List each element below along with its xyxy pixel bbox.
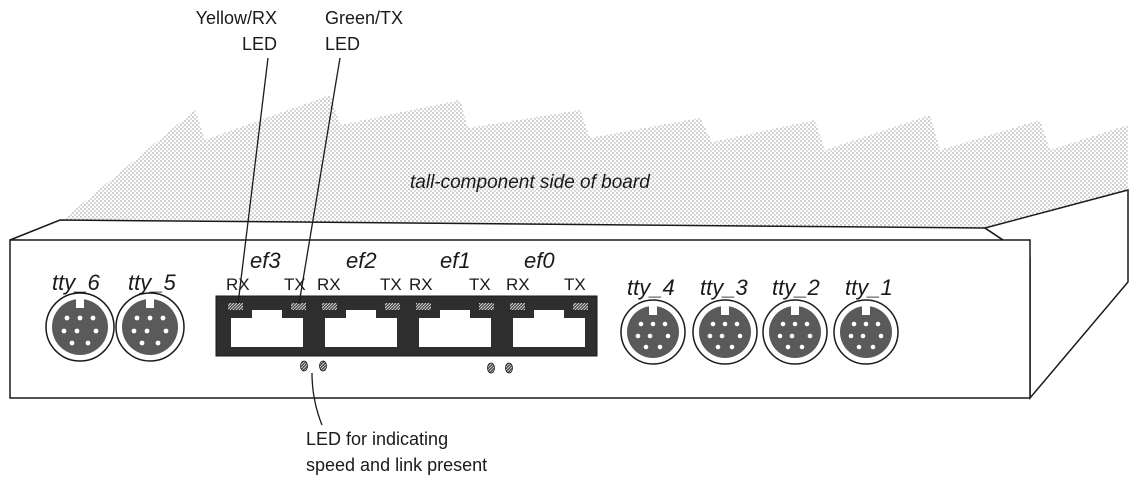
serial-port-label-tty4: tty_4 [627, 275, 675, 300]
green-led-leader-line [298, 57, 341, 305]
ethernet-port-label-ef3: ef3 [250, 248, 281, 273]
ethernet-port-ef0 [506, 301, 592, 349]
yellow-led-callout-line1: Yellow/RX [196, 8, 277, 28]
ethernet-ef0-rx-label: RX [506, 275, 530, 294]
ethernet-port-label-ef1: ef1 [440, 248, 471, 273]
ethernet-port-ef3 [224, 301, 310, 349]
ef1-rx-led [416, 303, 431, 310]
serial-port-label-tty3: tty_3 [700, 275, 748, 300]
ef3-tx-led [291, 303, 306, 310]
ef2-tx-led [385, 303, 400, 310]
ethernet-port-ef1 [412, 301, 498, 349]
ethernet-ef2-tx-label: TX [380, 275, 402, 294]
ef0-rx-led [510, 303, 525, 310]
ef0-tx-led [573, 303, 588, 310]
ethernet-ef2-rx-label: RX [317, 275, 341, 294]
ef1-tx-led [479, 303, 494, 310]
speed-link-leds-right [487, 362, 513, 374]
speed-led-callout-line1: LED for indicating [306, 429, 448, 449]
ethernet-ef1-tx-label: TX [469, 275, 491, 294]
serial-port-group-right: tty_4 tty_3 tty_2 tty_1 [620, 275, 899, 365]
ethernet-ef1-rx-label: RX [409, 275, 433, 294]
serial-port-tty6 [45, 292, 115, 362]
ethernet-ef3-tx-label: TX [284, 275, 306, 294]
speed-led-callout-line2: speed and link present [306, 455, 487, 475]
serial-port-label-tty5: tty_5 [128, 270, 176, 295]
serial-port-tty2 [762, 299, 828, 365]
green-led-callout-line2: LED [325, 34, 360, 54]
serial-port-label-tty2: tty_2 [772, 275, 820, 300]
ethernet-port-label-ef2: ef2 [346, 248, 377, 273]
green-led-callout-line1: Green/TX [325, 8, 403, 28]
ethernet-port-ef2 [318, 301, 404, 349]
ethernet-ef0-tx-label: TX [564, 275, 586, 294]
serial-port-tty5 [115, 292, 185, 362]
speed-link-leds-left [300, 360, 327, 372]
serial-port-label-tty6: tty_6 [52, 270, 100, 295]
serial-port-tty4 [620, 299, 686, 365]
speed-led-leader-line [311, 372, 323, 426]
serial-port-tty3 [692, 299, 758, 365]
board-label: tall-component side of board [410, 172, 651, 193]
ef2-rx-led [322, 303, 337, 310]
ethernet-ef3-rx-label: RX [226, 275, 250, 294]
yellow-led-callout-line2: LED [242, 34, 277, 54]
serial-port-label-tty1: tty_1 [845, 275, 893, 300]
ethernet-port-label-ef0: ef0 [524, 248, 555, 273]
serial-port-tty1 [833, 299, 899, 365]
serial-port-group-left: tty_6 tty_5 [45, 270, 185, 362]
ef3-rx-led [228, 303, 243, 310]
ethernet-port-block: ef3 RX TX ef2 RX TX ef1 RX TX ef [215, 248, 598, 357]
yellow-led-leader-line [237, 57, 269, 305]
